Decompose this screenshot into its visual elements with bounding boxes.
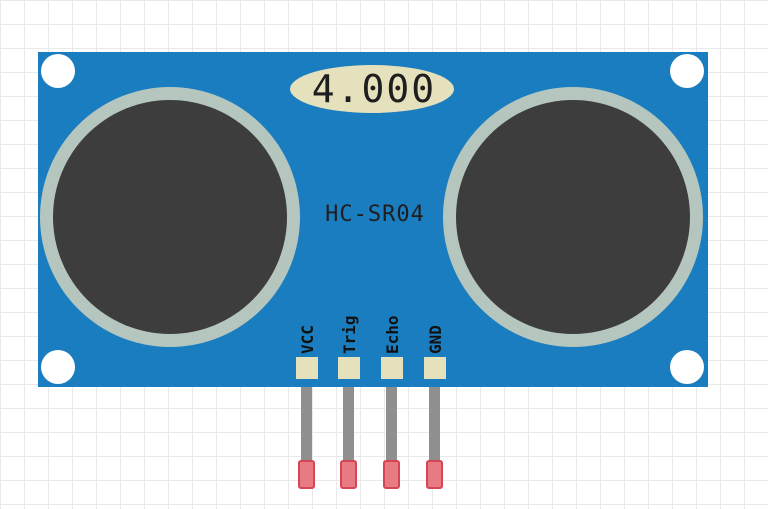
pin-label-trig: Trig xyxy=(340,315,359,354)
pin-label-vcc: VCC xyxy=(298,325,317,354)
mounting-hole-icon xyxy=(41,54,75,88)
pin-legs xyxy=(301,387,440,467)
pin-label-gnd: GND xyxy=(426,325,445,354)
pin-pad-vcc xyxy=(296,357,318,379)
ultrasonic-transducer-icon xyxy=(443,87,703,347)
pin-tips[interactable] xyxy=(298,460,443,489)
pin-leg-echo xyxy=(386,387,397,467)
display-value: 4.000 xyxy=(312,67,436,111)
pin-label-echo: Echo xyxy=(383,315,402,354)
model-label: HC-SR04 xyxy=(325,202,425,227)
transducer-core-right xyxy=(456,100,690,334)
pin-pad-trig xyxy=(338,357,360,379)
pin-tip-echo[interactable] xyxy=(383,460,400,489)
mounting-holes xyxy=(41,54,704,384)
pin-pad-gnd xyxy=(424,357,446,379)
mounting-hole-icon xyxy=(670,350,704,384)
transducer-core-left xyxy=(53,100,287,334)
pin-leg-trig xyxy=(343,387,354,467)
pin-tip-trig[interactable] xyxy=(340,460,357,489)
mounting-hole-icon xyxy=(670,54,704,88)
ultrasonic-transducer-icon xyxy=(40,87,300,347)
pin-leg-gnd xyxy=(429,387,440,467)
distance-display: 4.000 xyxy=(290,65,454,113)
pin-pad-echo xyxy=(381,357,403,379)
pin-labels: VCC Trig Echo GND xyxy=(298,315,445,354)
display-background xyxy=(290,65,454,113)
pin-leg-vcc xyxy=(301,387,312,467)
pin-tip-gnd[interactable] xyxy=(426,460,443,489)
pin-pads xyxy=(296,357,446,379)
mounting-hole-icon xyxy=(41,350,75,384)
pin-tip-vcc[interactable] xyxy=(298,460,315,489)
